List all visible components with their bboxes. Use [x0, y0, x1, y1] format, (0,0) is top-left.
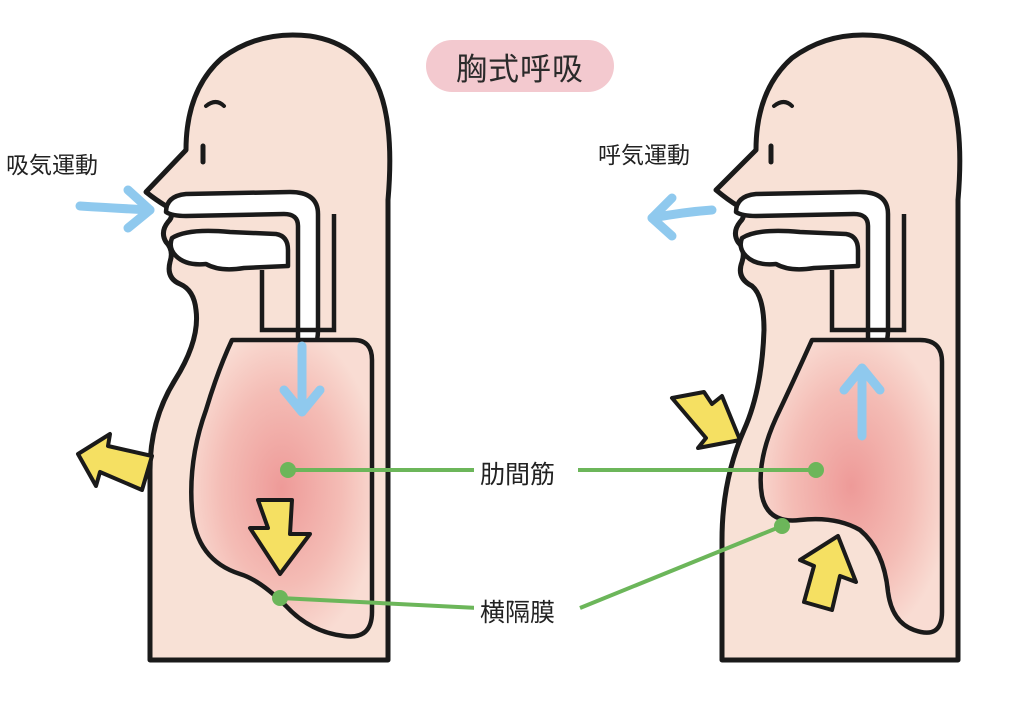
title-badge: 胸式呼吸 — [426, 40, 614, 92]
exhale-air-arrow-icon — [647, 193, 717, 241]
page-title: 胸式呼吸 — [456, 51, 584, 88]
inhale-ear — [204, 100, 226, 108]
inhale-air-arrow-icon — [75, 185, 155, 233]
exhale-chest-arrow-icon — [670, 390, 742, 450]
intercostal-label: 肋間筋 — [474, 455, 562, 491]
exhale-trachea-air-arrow-icon — [839, 363, 885, 441]
intercostal-point-left — [280, 462, 296, 478]
trachea-air-arrow-icon — [279, 341, 325, 417]
inhale-figure — [75, 32, 393, 663]
diaphragm-point-left — [272, 590, 288, 606]
exhale-ear — [772, 100, 794, 108]
diaphragm-point-right — [774, 518, 790, 534]
exhale-trachea — [829, 214, 907, 333]
diaphragm-label: 横隔膜 — [474, 593, 562, 629]
inhale-trachea — [259, 214, 337, 333]
exhale-label: 呼気運動 — [598, 143, 690, 169]
inhale-chest-arrow-icon — [76, 432, 154, 492]
exhale-mouth-cavity — [738, 228, 861, 272]
leader-lines — [272, 462, 824, 610]
inhale-diaphragm-arrow-icon — [248, 498, 312, 576]
diaphragm-leader-right — [579, 524, 783, 610]
intercostal-point-right — [808, 462, 824, 478]
exhale-diaphragm-arrow-icon — [798, 534, 858, 612]
inhale-mouth-cavity — [168, 228, 291, 272]
inhale-label: 吸気運動 — [6, 153, 98, 179]
exhale-lung — [758, 337, 945, 635]
diaphragm-leader-left — [279, 596, 479, 610]
inhale-lung — [189, 337, 375, 639]
exhale-figure — [647, 32, 963, 663]
